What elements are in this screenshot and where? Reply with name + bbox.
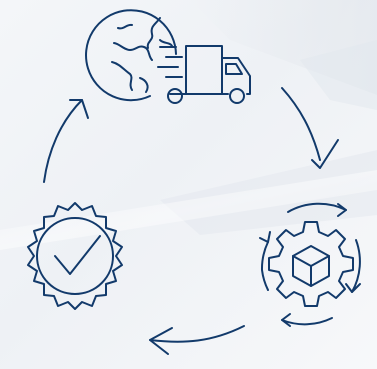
arrow-truck-to-gear	[281, 87, 339, 169]
arrow-badge-to-truck	[43, 99, 89, 183]
gear-box-cycle-icon	[259, 202, 361, 327]
verified-badge-check-icon	[27, 202, 123, 310]
globe-delivery-truck-icon	[85, 9, 251, 104]
arrow-gear-to-badge	[149, 325, 245, 355]
background-planes	[0, 0, 377, 250]
